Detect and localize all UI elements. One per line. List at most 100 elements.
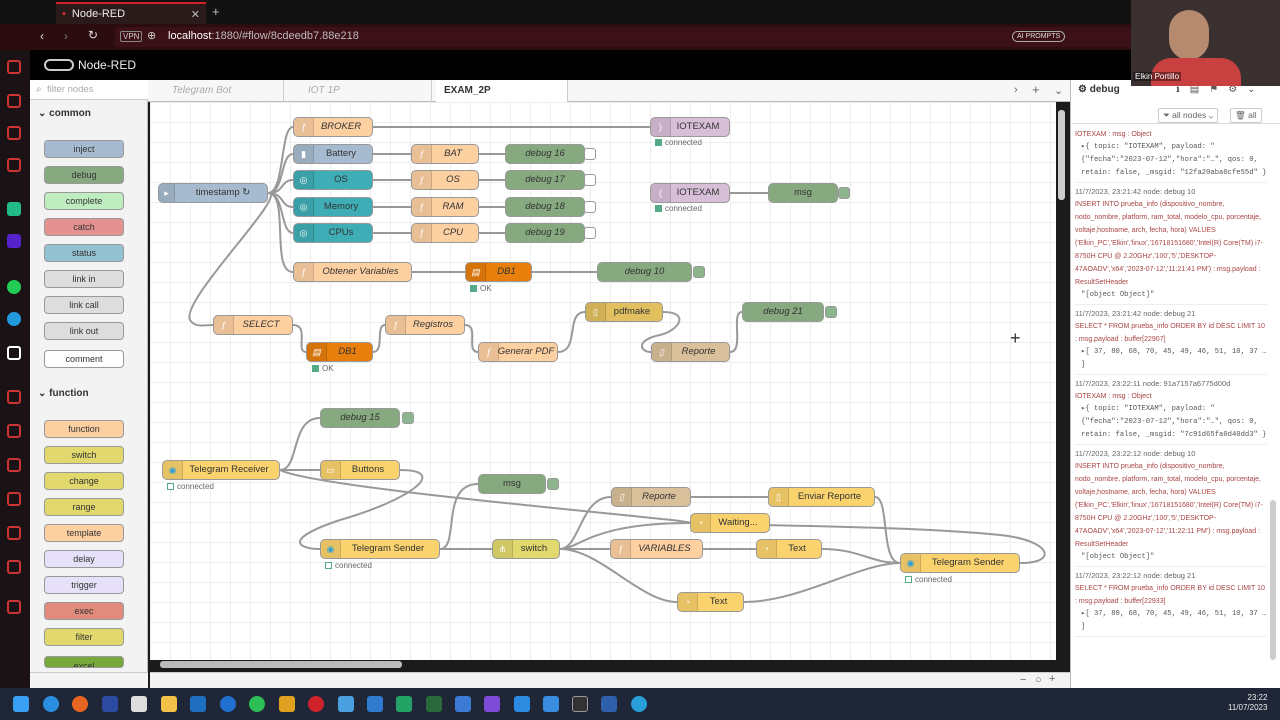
debug-entry-value[interactable]: ▸{ topic: "IOTEXAM", payload: "{"fecha":… [1081, 143, 1267, 177]
visual-studio-icon[interactable] [484, 696, 500, 712]
ai-prompts-button[interactable]: AI PROMPTS [1012, 31, 1066, 42]
flow-list-icon[interactable]: ⌄ [1054, 85, 1064, 97]
debug-entry[interactable]: IOTEXAM : msg : Object ▸{ topic: "IOTEXA… [1075, 126, 1267, 183]
app-icon[interactable] [543, 696, 559, 712]
debug-node-19[interactable]: debug 19 [505, 223, 585, 243]
palette-filter[interactable]: ⌕ filter nodes [30, 80, 148, 100]
telegram-sender-node-2[interactable]: ◉Telegram Sender [900, 553, 1020, 573]
debug-entry-value[interactable]: ▸{ topic: "IOTEXAM", payload: "{"fecha":… [1081, 405, 1267, 439]
battery-node[interactable]: ▮Battery [293, 144, 373, 164]
debug-toggle[interactable] [547, 478, 559, 490]
sidebar-cube-icon[interactable] [7, 560, 21, 574]
canvas-vertical-scrollbar[interactable] [1058, 110, 1065, 200]
terminal-icon[interactable] [572, 696, 588, 712]
pdfmake-node[interactable]: ▯pdfmake [585, 302, 663, 322]
app-icon[interactable] [514, 696, 530, 712]
zoom-out-icon[interactable]: − [1020, 674, 1027, 686]
mail-icon[interactable] [190, 696, 206, 712]
sidebar-wallet-icon[interactable] [7, 458, 21, 472]
memory-node[interactable]: ◎Memory [293, 197, 373, 217]
debug-entry-value[interactable]: "[object Object]" [1081, 553, 1155, 561]
palette-category-function[interactable]: ⌄ function [38, 388, 89, 399]
excel-icon[interactable] [396, 696, 412, 712]
tab-iot-1p[interactable]: IOT 1P [300, 80, 432, 102]
sidebar-heart-icon[interactable] [7, 492, 21, 506]
firefox-icon[interactable] [72, 696, 88, 712]
debug-toggle[interactable] [584, 174, 596, 186]
app-icon[interactable] [279, 696, 295, 712]
debug-entry[interactable]: 11/7/2023, 23:22:12 node: debug 21 SELEC… [1075, 567, 1267, 637]
palette-node-status[interactable]: status [44, 244, 124, 262]
mqtt-in-node-iotexam[interactable]: (IOTEXAM [650, 183, 730, 203]
sidebar-messenger-icon[interactable] [7, 158, 21, 172]
palette-node-complete[interactable]: complete [44, 192, 124, 210]
debug-entry[interactable]: 11/7/2023, 23:21:42 node: debug 10 INSER… [1075, 183, 1267, 305]
zoom-reset-icon[interactable]: ○ [1035, 674, 1042, 686]
debug-toggle[interactable] [693, 266, 705, 278]
sidebar-bag-icon[interactable] [7, 94, 21, 108]
text-node-1[interactable]: ◔Text [756, 539, 822, 559]
palette-node-link-in[interactable]: link in [44, 270, 124, 288]
store-icon[interactable] [131, 696, 147, 712]
buttons-node[interactable]: ▭Buttons [320, 460, 400, 480]
tab-exam-2p[interactable]: EXAM_2P [436, 80, 568, 102]
sidebar-whatsapp-icon[interactable] [7, 280, 21, 294]
palette-node-switch[interactable]: switch [44, 446, 124, 464]
palette-node-link-call[interactable]: link call [44, 296, 124, 314]
os-node[interactable]: ◎OS [293, 170, 373, 190]
zoom-in-icon[interactable]: + [1049, 673, 1056, 685]
sidebar-speed-dial-icon[interactable] [7, 60, 21, 74]
opera-icon[interactable] [308, 696, 324, 712]
debug-entry[interactable]: 11/7/2023, 23:22:12 node: debug 10 INSER… [1075, 445, 1267, 567]
inject-button-icon[interactable]: ▸ [159, 184, 175, 202]
palette-node-delay[interactable]: delay [44, 550, 124, 568]
debug-toggle[interactable] [584, 201, 596, 213]
text-node-2[interactable]: ◔Text [677, 592, 744, 612]
file-explorer-icon[interactable] [161, 696, 177, 712]
sidebar-chatgpt-icon[interactable] [7, 202, 21, 216]
palette-node-link-out[interactable]: link out [44, 322, 124, 340]
palette-node-change[interactable]: change [44, 472, 124, 490]
app-icon[interactable] [426, 696, 442, 712]
bing-icon[interactable] [102, 696, 118, 712]
debug-entry-value[interactable]: "[object Object]" [1081, 291, 1155, 299]
telegram-icon[interactable] [631, 696, 647, 712]
palette-node-exec[interactable]: exec [44, 602, 124, 620]
sidebar-tab-icons[interactable]: ℹ▤⚑⚙⌄ [1176, 84, 1266, 95]
sidebar-clock-icon[interactable] [7, 526, 21, 540]
waiting-node[interactable]: ◔Waiting... [690, 513, 770, 533]
tabs-scroll-icon[interactable]: › [1014, 84, 1018, 96]
debug-entry-value[interactable]: ▸[ 37, 80, 68, 70, 45, 49, 46, 51, 10, 3… [1081, 348, 1267, 369]
palette-node-range[interactable]: range [44, 498, 124, 516]
flow-canvas[interactable] [150, 102, 1056, 660]
url-field[interactable] [115, 27, 1135, 47]
sidebar-twitch-icon[interactable] [7, 126, 21, 140]
taskbar-clock[interactable]: 23:22 11/07/2023 [1228, 693, 1267, 713]
debug-toggle[interactable] [584, 227, 596, 239]
canvas-horizontal-scrollbar[interactable] [160, 661, 402, 668]
debug-node-msg-2[interactable]: msg [478, 474, 546, 494]
debug-node-15[interactable]: debug 15 [320, 408, 400, 428]
debug-scrollbar[interactable] [1270, 500, 1276, 660]
debug-tab[interactable]: ⚙ debug [1078, 84, 1120, 95]
filter-nodes-dropdown[interactable]: ⏷ all nodes ⌄ [1158, 108, 1219, 123]
reload-icon[interactable]: ↻ [88, 28, 99, 42]
sidebar-discord-icon[interactable] [7, 346, 21, 360]
inject-node-timestamp[interactable]: ▸timestamp ↻ [158, 183, 268, 203]
clear-all-button[interactable]: 🗑 all [1230, 108, 1262, 123]
app-icon[interactable] [455, 696, 471, 712]
cpus-node[interactable]: ◎CPUs [293, 223, 373, 243]
palette-node-inject[interactable]: inject [44, 140, 124, 158]
vscode-icon[interactable] [367, 696, 383, 712]
debug-node-16[interactable]: debug 16 [505, 144, 585, 164]
edge-icon[interactable] [43, 696, 59, 712]
debug-node-21[interactable]: debug 21 [742, 302, 824, 322]
